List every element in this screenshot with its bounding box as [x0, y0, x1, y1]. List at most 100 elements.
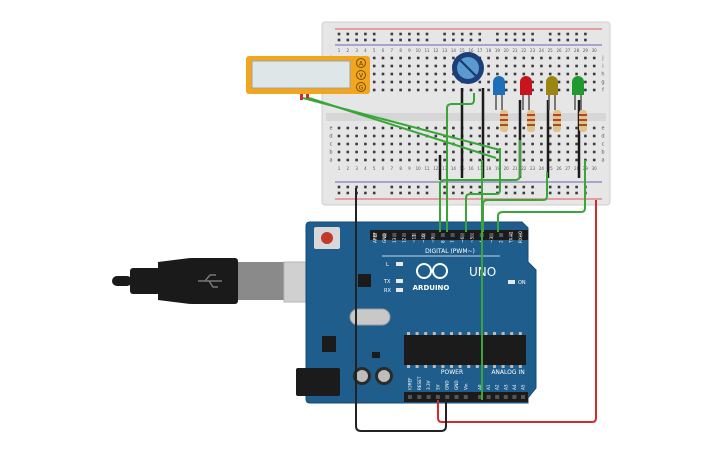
row-letter: b — [329, 150, 332, 156]
digital-pin-label: ~9 — [431, 236, 436, 243]
column-number: 3 — [355, 166, 358, 171]
analog-pin-label: A3 — [503, 384, 508, 390]
column-number: 4 — [364, 166, 367, 171]
wire-led-1 — [439, 140, 521, 232]
power-pin-socket[interactable] — [435, 395, 440, 399]
terminal-g-icon[interactable] — [356, 82, 366, 92]
led-tx — [396, 279, 403, 283]
column-number: 10 — [416, 166, 422, 171]
digital-pin-label: 12 — [402, 237, 407, 243]
digital-pin-socket[interactable] — [402, 233, 407, 237]
column-number: 7 — [391, 48, 394, 53]
digital-pin-socket[interactable] — [450, 233, 455, 237]
resistor-2[interactable] — [527, 110, 535, 132]
potentiometer[interactable] — [452, 52, 484, 84]
digital-pin-socket[interactable] — [431, 233, 436, 237]
digital-pin-socket[interactable] — [421, 233, 426, 237]
column-number: 28 — [574, 166, 580, 171]
power-pin-socket[interactable] — [408, 395, 412, 399]
column-number: 18 — [486, 166, 492, 171]
digital-pin-socket[interactable] — [508, 233, 513, 237]
column-number: 10 — [416, 48, 422, 53]
row-letter: a — [329, 158, 332, 164]
column-number: 29 — [583, 48, 589, 53]
digital-pin-socket[interactable] — [470, 233, 474, 237]
wire-led-3 — [482, 172, 548, 232]
digital-pin-socket[interactable] — [411, 233, 416, 237]
power-pin-socket[interactable] — [454, 395, 459, 399]
column-number: 26 — [556, 166, 562, 171]
digital-pin-label: AREF — [373, 232, 378, 243]
led-l — [396, 262, 403, 266]
column-number: 21 — [512, 166, 518, 171]
analog-pin-socket[interactable] — [486, 395, 491, 399]
analog-pin-label: A5 — [521, 384, 526, 390]
digital-header — [370, 230, 528, 240]
resistor-3[interactable] — [553, 110, 561, 132]
led-on — [508, 280, 515, 284]
column-number: 23 — [530, 48, 536, 53]
analog-pin-socket[interactable] — [521, 395, 525, 399]
power-pin-label: 3.3V — [426, 380, 431, 390]
digital-pin-socket[interactable] — [518, 233, 523, 237]
column-number: 15 — [460, 48, 466, 53]
power-pin-socket[interactable] — [426, 395, 431, 399]
row-letter: a — [601, 158, 604, 164]
analog-pin-socket[interactable] — [503, 395, 508, 399]
probe-red-2 — [306, 94, 309, 100]
column-number: 18 — [486, 48, 492, 53]
digital-pin-socket[interactable] — [499, 233, 504, 237]
digital-pin-socket[interactable] — [460, 233, 465, 237]
column-number: 4 — [364, 48, 367, 53]
column-number: 14 — [451, 166, 457, 171]
analog-pin-label: A2 — [495, 384, 500, 390]
wires — [302, 93, 597, 432]
column-number: 30 — [592, 48, 598, 53]
digital-pin-label: ~3 — [489, 236, 494, 243]
analog-pin-socket[interactable] — [512, 395, 517, 399]
multimeter[interactable]: A V G — [246, 56, 370, 100]
digital-pin-label: ~6 — [460, 236, 465, 243]
power-pin-socket[interactable] — [445, 395, 450, 399]
terminal-a-icon[interactable] — [356, 58, 366, 68]
column-number: 14 — [451, 48, 457, 53]
column-number: 19 — [495, 166, 501, 171]
digital-pin-socket[interactable] — [440, 233, 445, 237]
wire-pot-wiper — [446, 93, 475, 232]
led-green[interactable] — [572, 76, 584, 110]
usb-symbol-icon — [198, 274, 222, 288]
column-number: 19 — [495, 48, 501, 53]
led-blue[interactable] — [493, 76, 505, 110]
column-number: 30 — [592, 166, 598, 171]
digital-pin-label: 13 — [392, 237, 397, 243]
row-letter: d — [329, 134, 332, 140]
resistor-4[interactable] — [579, 110, 587, 132]
digital-pin-socket[interactable] — [489, 233, 494, 237]
column-number: 6 — [382, 48, 385, 53]
column-number: 6 — [382, 166, 385, 171]
row-letter: b — [601, 150, 604, 156]
led-red[interactable] — [520, 76, 532, 110]
reset-button-cap[interactable] — [321, 232, 333, 244]
terminal-v-icon[interactable] — [356, 70, 366, 80]
analog-pin-socket[interactable] — [478, 395, 482, 399]
digital-pin-label: TX→1 — [508, 231, 513, 244]
analog-pin-socket[interactable] — [495, 395, 500, 399]
column-number: 25 — [548, 48, 554, 53]
column-number: 23 — [530, 166, 536, 171]
digital-pin-socket[interactable] — [392, 233, 397, 237]
column-number: 1 — [338, 48, 341, 53]
digital-pin-socket[interactable] — [382, 233, 387, 237]
led-yellow[interactable] — [546, 76, 558, 110]
atmega-chip — [404, 335, 526, 365]
power-pin-socket[interactable] — [417, 395, 422, 399]
arduino-logo-text: ARDUINO — [413, 284, 450, 292]
digital-pin-socket[interactable] — [373, 233, 377, 237]
power-pin-socket[interactable] — [463, 395, 468, 399]
wire-gnd — [355, 188, 447, 432]
resistor-1[interactable] — [500, 110, 508, 132]
